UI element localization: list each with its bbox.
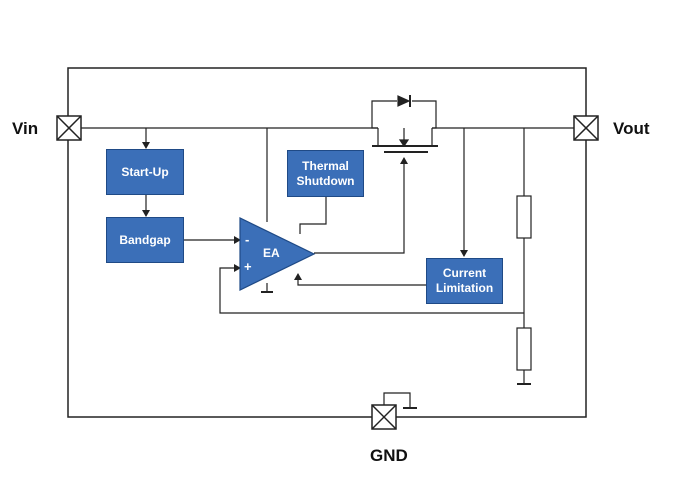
vout-label: Vout <box>613 119 650 138</box>
current-label-line2: Limitation <box>435 281 494 295</box>
gnd-pin <box>371 404 397 430</box>
startup-block: Start-Up <box>106 149 184 195</box>
ea-plus-sign: + <box>244 259 252 274</box>
vout-pin <box>573 115 599 141</box>
thermal-label-line1: Thermal <box>302 158 349 173</box>
ea-label: EA <box>263 246 280 260</box>
current-label-line1: Current <box>442 266 487 280</box>
startup-label: Start-Up <box>121 164 169 179</box>
ea-minus-sign: - <box>245 232 250 247</box>
resistor-r2 <box>516 327 532 371</box>
pass-transistor <box>371 95 438 153</box>
bandgap-label: Bandgap <box>119 232 171 247</box>
resistor-r1 <box>516 195 532 239</box>
chip-outline <box>67 67 587 418</box>
thermal-label-line2: Shutdown <box>296 173 355 188</box>
wire-current-ea <box>294 273 426 286</box>
vin-pin <box>56 115 82 141</box>
bandgap-block: Bandgap <box>106 217 184 263</box>
current-limitation-block: Current Limitation <box>426 258 503 304</box>
wire-feedback <box>219 264 524 314</box>
wire-thermal-ea <box>299 197 327 234</box>
gnd-label: GND <box>370 446 408 465</box>
error-amplifier <box>239 217 316 291</box>
vin-label: Vin <box>12 119 39 138</box>
thermal-shutdown-block: Thermal Shutdown <box>287 150 364 197</box>
wire-ea-gate <box>314 157 408 254</box>
